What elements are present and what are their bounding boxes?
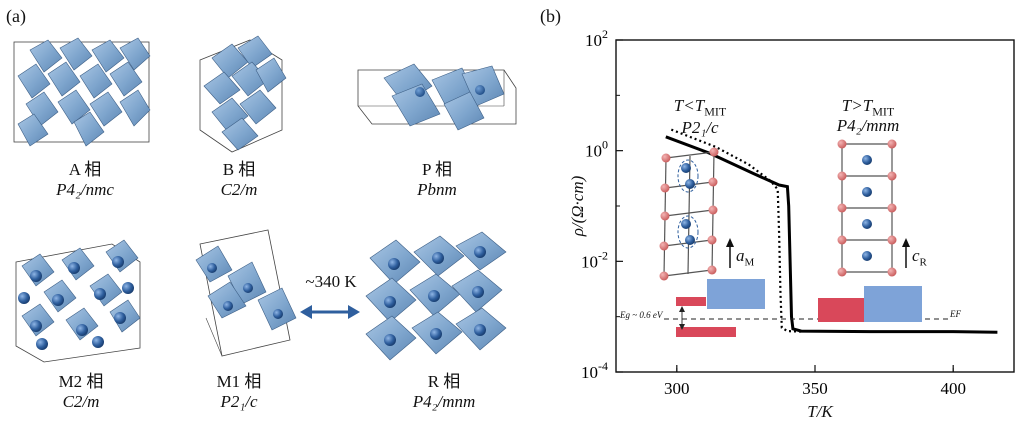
upper-band-low-T (707, 279, 765, 309)
transition-arrow (300, 305, 360, 319)
phase-name: B 相 (222, 160, 256, 179)
x-tick-label: 300 (664, 379, 690, 398)
band-gap-label: Eg ~ 0.6 eV (620, 310, 663, 320)
space-group: P4₂/nmc (56, 180, 114, 199)
low-T-sub: MIT (704, 104, 727, 119)
fermi-level-label: EF (950, 309, 961, 319)
y-tick-label: 102 (585, 27, 608, 50)
c-axis-label: cR (912, 246, 927, 272)
high-T-condition: T>TMIT (826, 96, 910, 121)
phase-name: P 相 (421, 160, 453, 179)
low-T-text: T<T (673, 96, 705, 115)
band-diagram (664, 279, 948, 337)
curves (665, 128, 998, 334)
space-group: C2/m (220, 180, 258, 199)
space-group: P2₁/c (220, 392, 258, 411)
phase-r-label: R 相 P4₂/mnm (394, 372, 494, 412)
valence-band-low-T (676, 327, 736, 337)
x-tick-label: 400 (940, 379, 966, 398)
high-T-text: T>T (841, 96, 873, 115)
resistivity-curve-solid (665, 135, 998, 334)
low-T-lattice (659, 147, 734, 281)
low-T-space-group: P2₁/c (681, 118, 719, 137)
r-phase-crystal (365, 231, 507, 361)
a-axis-text: a (736, 246, 745, 265)
space-group: C2/m (62, 392, 100, 411)
plot-frame (615, 39, 1015, 373)
y-tick-label: 10-2 (581, 248, 608, 271)
y-axis-title: ρ/(Ω·cm) (568, 175, 587, 237)
p-phase-crystal (357, 63, 517, 131)
resistivity-curve-dotted (670, 128, 802, 333)
phase-name: A 相 (68, 160, 102, 179)
a-phase-structure (13, 35, 517, 363)
a-phase-crystal (13, 37, 151, 147)
x-axis-title: T/K (807, 402, 833, 421)
lower-band-low-T (676, 297, 706, 306)
space-group: Pbnm (417, 180, 457, 199)
m2-phase-crystal (15, 239, 141, 363)
space-group: P4₂/mnm (412, 392, 476, 411)
phase-b-label: B 相 C2/m (194, 160, 284, 200)
band-blue-high-T (864, 286, 922, 322)
y-tick-label: 10-4 (581, 359, 608, 382)
a-axis-sub: M (744, 256, 755, 269)
transition-temperature: ~340 K (305, 272, 357, 291)
a-axis-label: aM (736, 246, 754, 272)
phase-name: M1 相 (216, 372, 262, 391)
low-T-condition: T<TMIT (660, 96, 740, 121)
phase-name: M2 相 (58, 372, 104, 391)
high-T-sub: MIT (872, 104, 895, 119)
axis-ticks: 300 350 400 102 100 10-2 10-4 (581, 27, 966, 398)
panel-b-tag: (b) (540, 6, 561, 26)
m1-phase-crystal (195, 229, 297, 357)
c-axis-sub: R (919, 256, 927, 269)
phase-m2-label: M2 相 C2/m (36, 372, 126, 412)
y-tick-label: 100 (585, 138, 608, 161)
panel-a-tag: (a) (6, 6, 26, 26)
x-tick-label: 350 (802, 379, 828, 398)
c-axis-text: c (912, 246, 920, 265)
phase-p-label: P 相 Pbnm (392, 160, 482, 200)
high-T-space-group: P4₂/mnm (836, 116, 900, 135)
high-T-lattice (837, 139, 910, 277)
phase-name: R 相 (427, 372, 461, 391)
phase-m1-label: M1 相 P2₁/c (194, 372, 284, 412)
phase-a-label: A 相 P4₂/nmc (40, 160, 130, 200)
b-phase-crystal (199, 35, 287, 153)
resistivity-plot: 300 350 400 102 100 10-2 10-4 (581, 27, 1015, 398)
